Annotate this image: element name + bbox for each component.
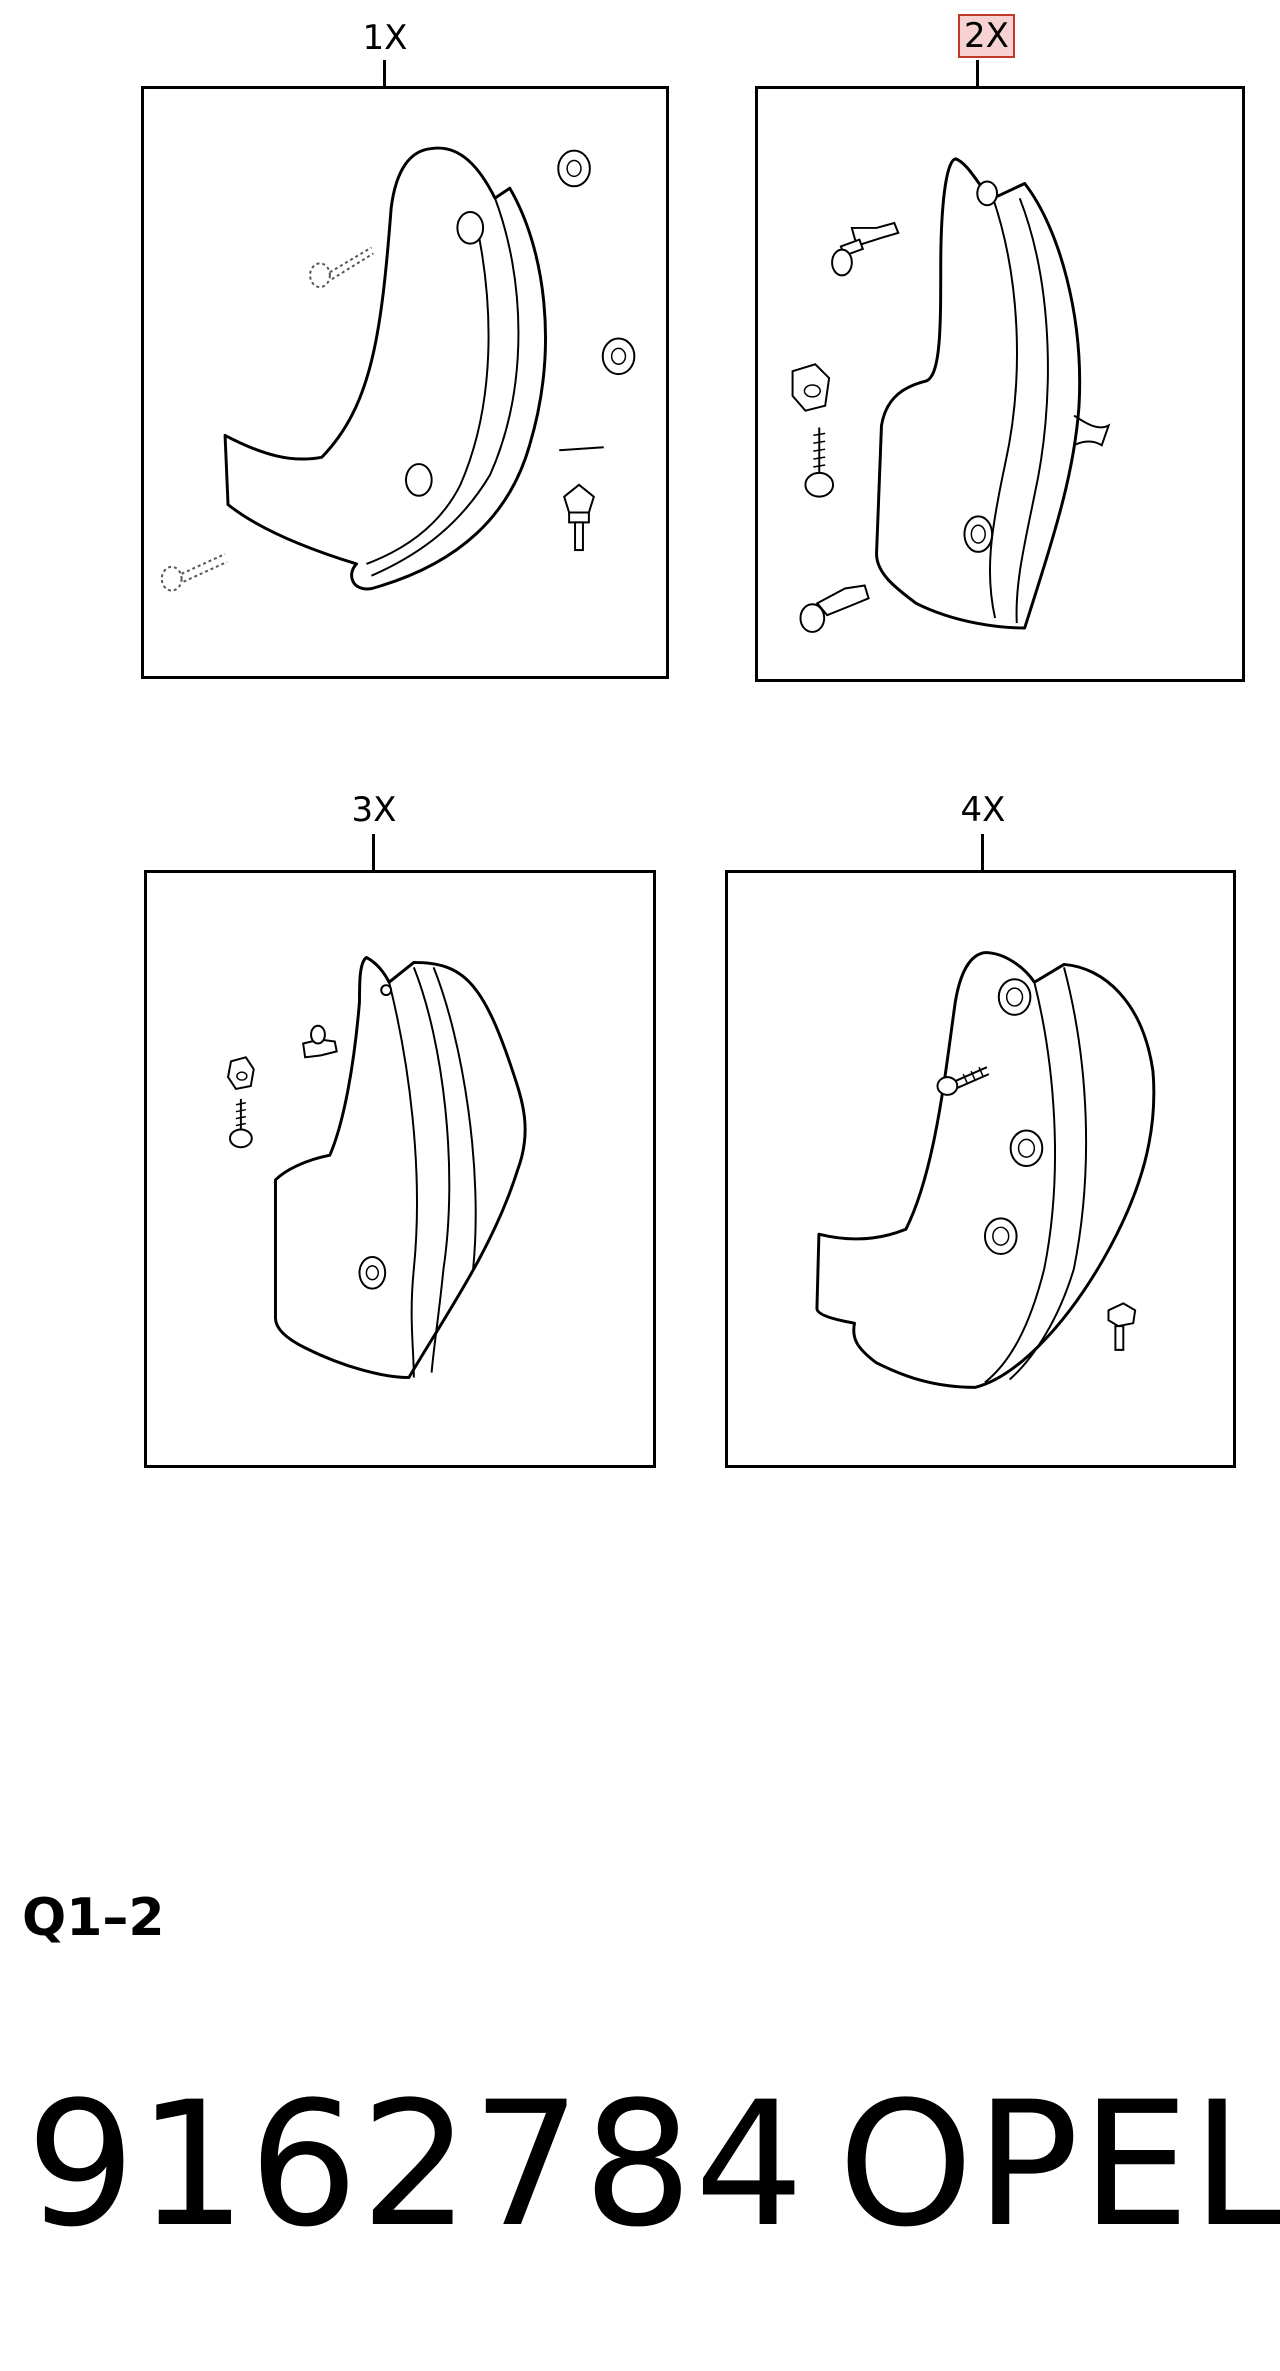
kit-4-hole-top [997, 978, 1032, 1016]
kit-1-screw-bottom [160, 553, 228, 592]
kit-2-mudflap [875, 157, 1082, 630]
kit-3-flap-hole [358, 1255, 387, 1290]
kit-4-illustration [815, 951, 1156, 1389]
kit-3-push-rivet [302, 1024, 338, 1059]
kit-3-clip-nut [226, 1056, 255, 1091]
kit-4-hole-middle [1009, 1129, 1044, 1168]
kit-2-clip-nut [791, 363, 831, 412]
kit-2-flap-hole-top [976, 180, 999, 207]
kit-1-spacer-top [557, 149, 591, 188]
kit-2-screw [804, 427, 835, 498]
kit-1-callout: 1X [362, 18, 408, 58]
kit-1-panel [141, 86, 669, 679]
kit-4-push-clip [1107, 1302, 1137, 1351]
kit-2-illustration [791, 157, 1111, 633]
kit-4-panel [725, 870, 1236, 1468]
kit-3-illustration [226, 956, 527, 1380]
kit-2-push-rivet-top [831, 221, 900, 277]
part-number: 9162784 [26, 2064, 807, 2265]
kit-1-leader [383, 60, 386, 88]
kit-3-leader [372, 834, 375, 872]
kit-3-callout: 3X [351, 790, 397, 830]
kit-4-mudflap [815, 951, 1156, 1389]
kit-2-callout: 2X [958, 14, 1015, 58]
kit-2-push-rivet-bottom [799, 584, 870, 633]
kit-3-panel [144, 870, 656, 1468]
kit-2-panel [755, 86, 1245, 682]
kit-1-illustration [160, 146, 636, 592]
kit-4-leader [981, 834, 984, 872]
kit-1-spacer-right [601, 337, 636, 376]
kit-3-screw [229, 1098, 253, 1149]
kit-2-leader [976, 60, 979, 88]
kit-4-hole-bottom [983, 1217, 1018, 1255]
diagram-code: Q1–2 [22, 1888, 165, 1948]
kit-4-callout: 4X [960, 790, 1006, 830]
kit-1-mudflap [223, 146, 547, 591]
kit-3-mudflap [273, 956, 527, 1380]
kit-1-screw-top [309, 246, 374, 289]
kit-1-flap-hole-bottom [405, 463, 433, 497]
kit-1-flap-hole-top [456, 210, 485, 245]
brand-name: OPEL [838, 2064, 1280, 2265]
kit-4-screw [936, 1066, 990, 1096]
kit-2-flap-hole-bottom [963, 515, 994, 553]
kit-1-push-clip [563, 483, 595, 552]
